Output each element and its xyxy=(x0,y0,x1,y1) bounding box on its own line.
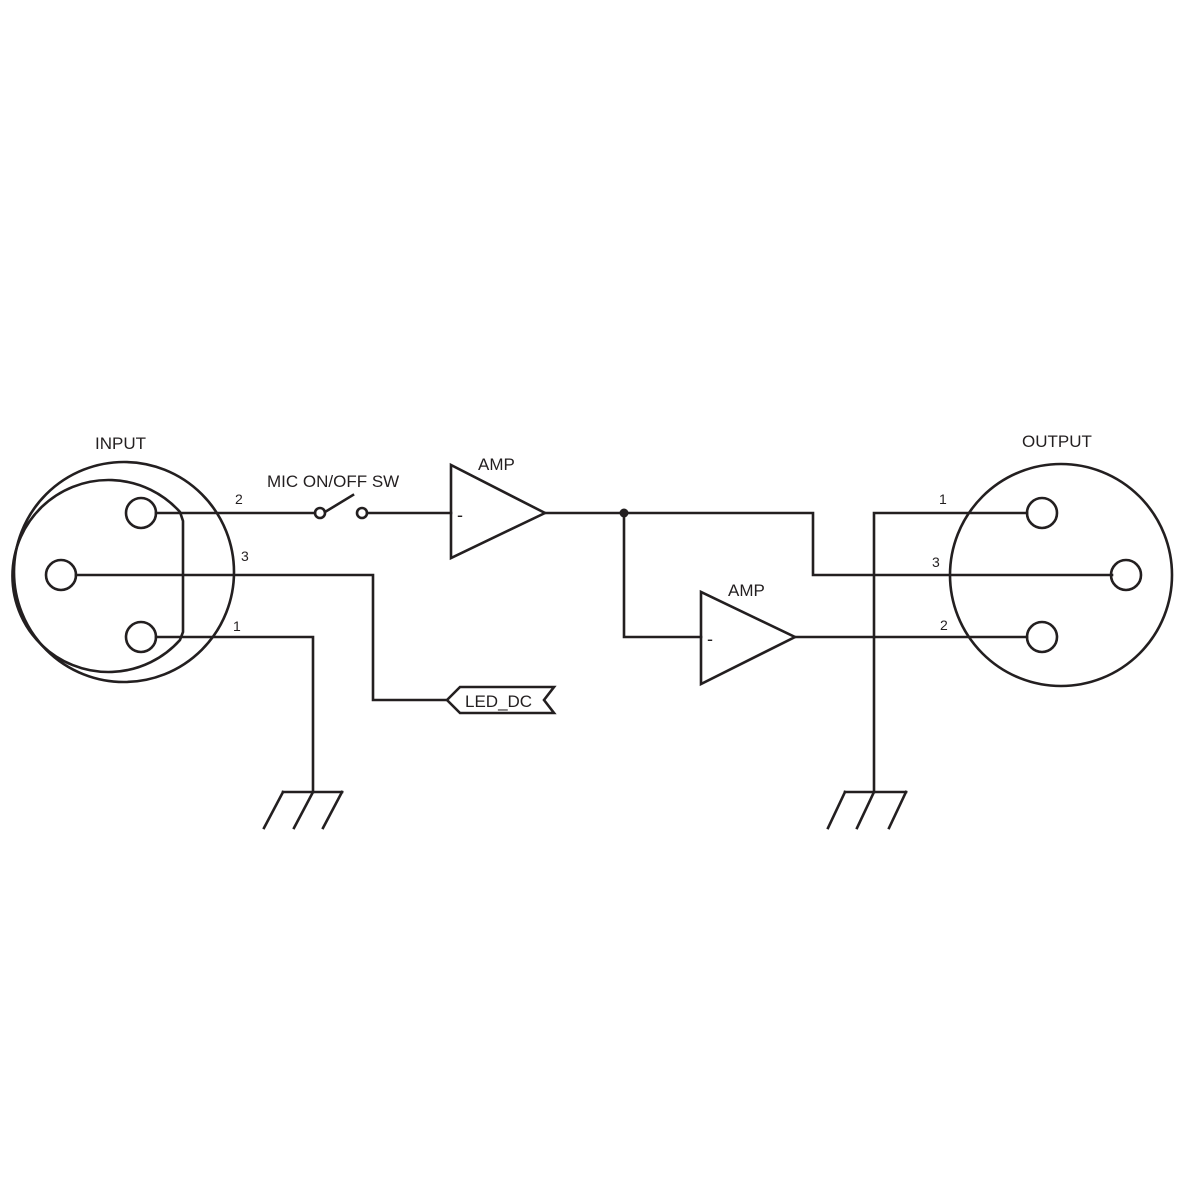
input-pin-2-label: 2 xyxy=(235,491,243,507)
amp-bottom-triangle xyxy=(699,589,798,687)
mic-switch: MIC ON/OFF SW xyxy=(267,472,399,520)
wire-junction-to-amp-bottom xyxy=(622,511,703,639)
amp-top: AMP - xyxy=(449,455,548,561)
ground-icon-right xyxy=(826,790,908,830)
amp-top-minus: - xyxy=(457,505,463,525)
led-dc-port: LED_DC xyxy=(445,685,557,715)
ground-right-hatch-2 xyxy=(855,790,876,830)
wire-input-pin1-to-ground xyxy=(154,635,315,794)
input-pin-3-label: 3 xyxy=(241,548,249,564)
input-connector-outer-ring xyxy=(12,460,236,684)
output-connector: OUTPUT xyxy=(948,432,1174,688)
switch-contact-left xyxy=(313,506,327,520)
input-pin-1 xyxy=(124,620,158,654)
ground-right-hatch-1 xyxy=(826,790,847,830)
input-pin-3 xyxy=(44,558,78,592)
ground-right-hatch-3 xyxy=(887,790,908,830)
led-dc-label: LED_DC xyxy=(465,692,532,711)
input-connector-inner-ring xyxy=(11,478,185,674)
output-pin-1 xyxy=(1025,496,1059,530)
input-connector: INPUT xyxy=(11,434,236,684)
wire-input-pin3-to-led xyxy=(74,573,449,702)
output-title: OUTPUT xyxy=(1022,432,1092,451)
amp-top-triangle xyxy=(449,462,548,561)
output-pin-3-label: 3 xyxy=(932,554,940,570)
output-pin-2 xyxy=(1025,620,1059,654)
output-pin-1-label: 1 xyxy=(939,491,947,507)
ground-left-hatch-3 xyxy=(321,790,344,830)
wire-output-pin1-to-ground xyxy=(872,511,1029,794)
switch-lever xyxy=(323,493,355,514)
amp-bottom: AMP - xyxy=(699,581,798,687)
ground-icon-left xyxy=(262,790,344,830)
switch-contact-right xyxy=(355,506,369,520)
amp-top-label: AMP xyxy=(478,455,515,474)
wire-amp-top-output xyxy=(543,511,1114,577)
ground-left-hatch-1 xyxy=(262,790,285,830)
input-title: INPUT xyxy=(95,434,146,453)
input-pin-2 xyxy=(124,496,158,530)
switch-label: MIC ON/OFF SW xyxy=(267,472,399,491)
amp-bottom-minus: - xyxy=(707,629,713,649)
amp-bottom-label: AMP xyxy=(728,581,765,600)
output-pin-2-label: 2 xyxy=(940,617,948,633)
output-connector-outer-ring xyxy=(948,462,1174,688)
output-pin-3 xyxy=(1109,558,1143,592)
input-pin-1-label: 1 xyxy=(233,618,241,634)
ground-left-hatch-2 xyxy=(292,790,315,830)
led-dc-port-outline xyxy=(445,685,557,715)
